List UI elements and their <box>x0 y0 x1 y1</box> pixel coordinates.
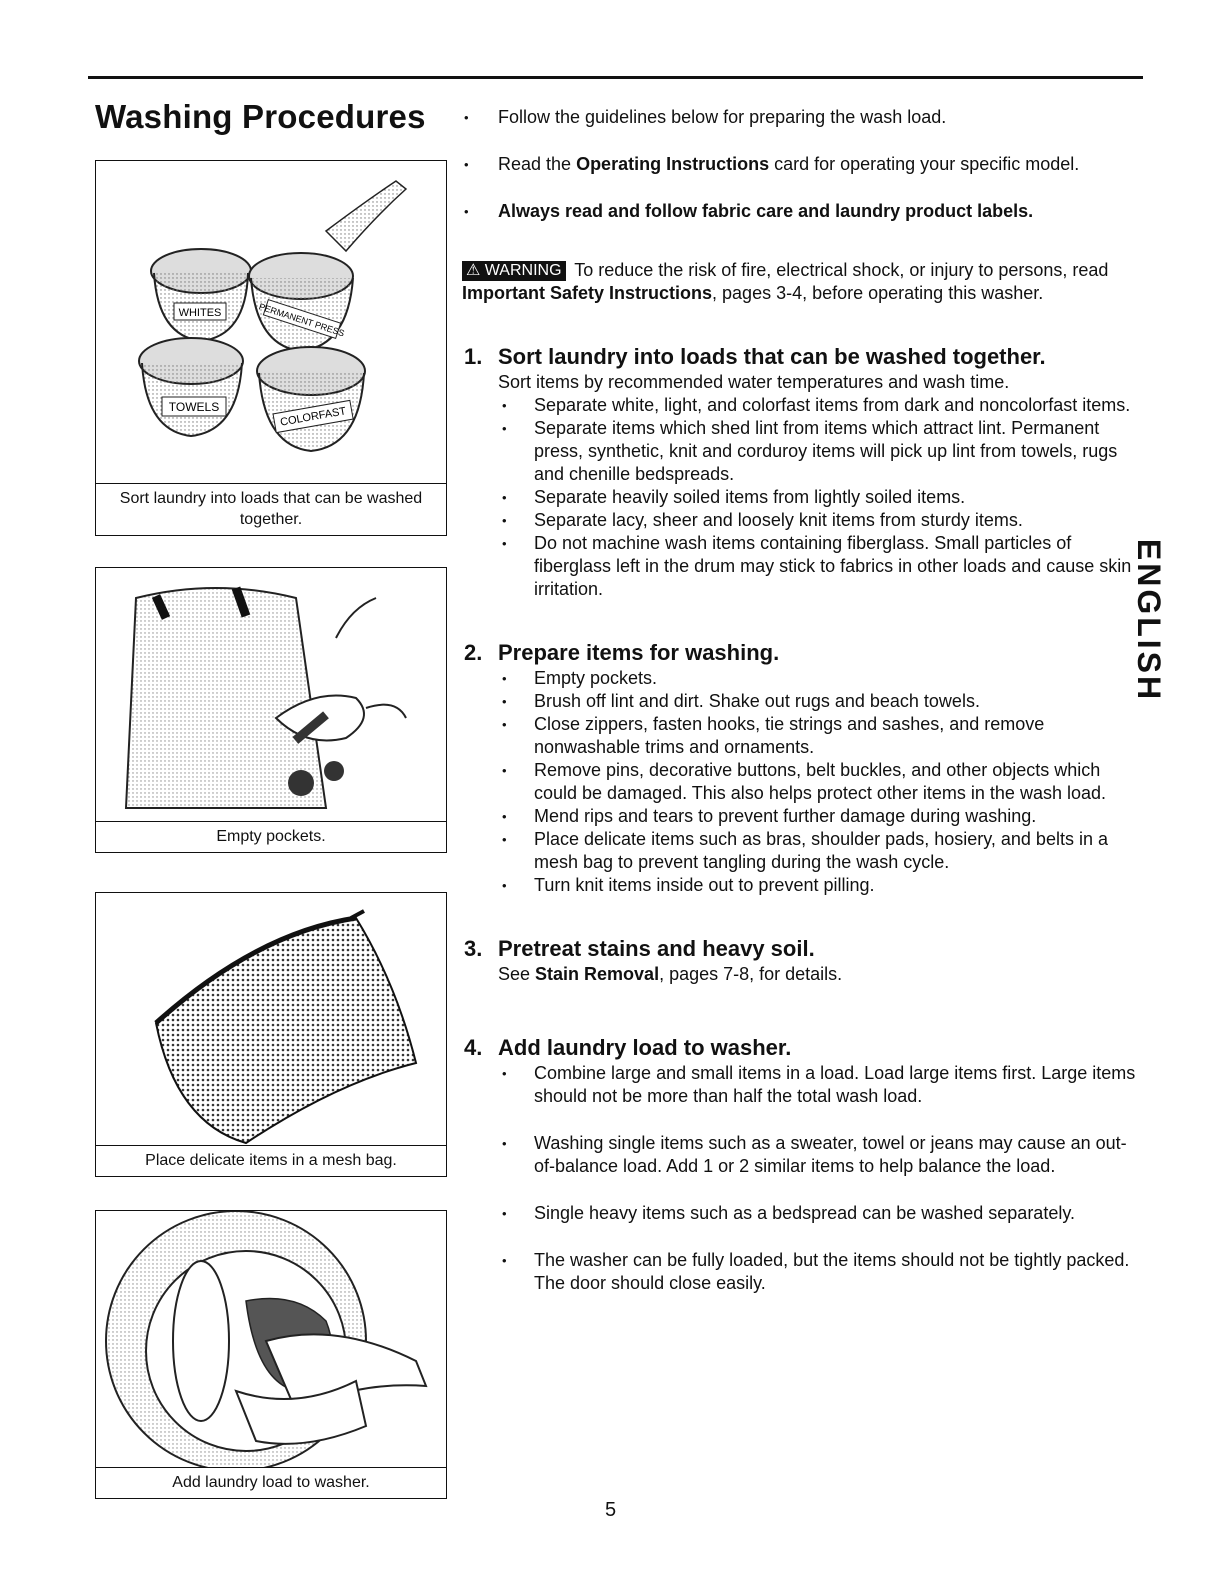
list-item: Combine large and small items in a load.… <box>462 1062 1142 1108</box>
list-item: Turn knit items inside out to prevent pi… <box>462 874 1142 897</box>
figure-mesh-bag: Place delicate items in a mesh bag. <box>95 892 447 1177</box>
page-title: Washing Procedures <box>95 98 426 135</box>
list-item: Empty pockets. <box>462 667 1142 690</box>
section-sort: 1.Sort laundry into loads that can be wa… <box>462 343 1142 601</box>
section-heading: 2.Prepare items for washing. <box>464 640 780 665</box>
list-item: Separate items which shed lint from item… <box>462 417 1142 486</box>
mesh-bag-illustration <box>96 893 446 1146</box>
load-washer-illustration <box>96 1211 446 1468</box>
section-heading: 4.Add laundry load to washer. <box>464 1035 792 1060</box>
intro-bullet: Always read and follow fabric care and l… <box>462 200 1142 223</box>
figure-empty-pockets: Empty pockets. <box>95 567 447 853</box>
section-heading: 3.Pretreat stains and heavy soil. <box>464 936 815 961</box>
figure-caption: Add laundry load to washer. <box>172 1474 370 1491</box>
section-subtext: See Stain Removal, pages 7-8, for detail… <box>498 964 843 984</box>
list-item: Washing single items such as a sweater, … <box>462 1132 1142 1178</box>
figure-load-washer: Add laundry load to washer. <box>95 1210 447 1499</box>
label-towels: TOWELS <box>169 400 219 414</box>
figure-caption: Empty pockets. <box>216 828 326 845</box>
section-pretreat: 3.Pretreat stains and heavy soil. See St… <box>462 935 1142 986</box>
intro-bullet: Follow the guidelines below for preparin… <box>462 106 1142 129</box>
list-item: Brush off lint and dirt. Shake out rugs … <box>462 690 1142 713</box>
instructions-column: Follow the guidelines below for preparin… <box>462 106 1142 1319</box>
figure-caption: Place delicate items in a mesh bag. <box>145 1152 397 1169</box>
list-item: Mend rips and tears to prevent further d… <box>462 805 1142 828</box>
laundry-baskets-illustration: WHITES PERMANENT PRESS TOWELS COLORFAST <box>96 161 446 484</box>
list-item: The washer can be fully loaded, but the … <box>462 1249 1142 1295</box>
section-subtext: Sort items by recommended water temperat… <box>498 372 1010 392</box>
section-add-load: 4.Add laundry load to washer. Combine la… <box>462 1034 1142 1295</box>
section-prepare: 2.Prepare items for washing. Empty pocke… <box>462 639 1142 897</box>
page-number: 5 <box>604 1499 617 1521</box>
list-item: Place delicate items such as bras, shoul… <box>462 828 1142 874</box>
section-heading: 1.Sort laundry into loads that can be wa… <box>464 344 1046 369</box>
list-item: Single heavy items such as a bedspread c… <box>462 1202 1142 1225</box>
list-item: Separate white, light, and colorfast ite… <box>462 394 1142 417</box>
warning-notice: ⚠ WARNING To reduce the risk of fire, el… <box>462 260 1109 303</box>
label-whites: WHITES <box>179 307 222 319</box>
list-item: Separate lacy, sheer and loosely knit it… <box>462 509 1142 532</box>
intro-list: Follow the guidelines below for preparin… <box>462 106 1142 223</box>
empty-pockets-illustration <box>96 568 446 822</box>
top-rule <box>88 76 1143 79</box>
list-item: Remove pins, decorative buttons, belt bu… <box>462 759 1142 805</box>
list-item: Do not machine wash items containing fib… <box>462 532 1142 601</box>
list-item: Separate heavily soiled items from light… <box>462 486 1142 509</box>
figure-caption: Sort laundry into loads that can be wash… <box>119 490 423 528</box>
figure-sort-laundry: WHITES PERMANENT PRESS TOWELS COLORFAST … <box>95 160 447 536</box>
list-item: Close zippers, fasten hooks, tie strings… <box>462 713 1142 759</box>
intro-bullet: Read the Operating Instructions card for… <box>462 153 1142 176</box>
warning-badge: ⚠ WARNING <box>462 261 566 281</box>
